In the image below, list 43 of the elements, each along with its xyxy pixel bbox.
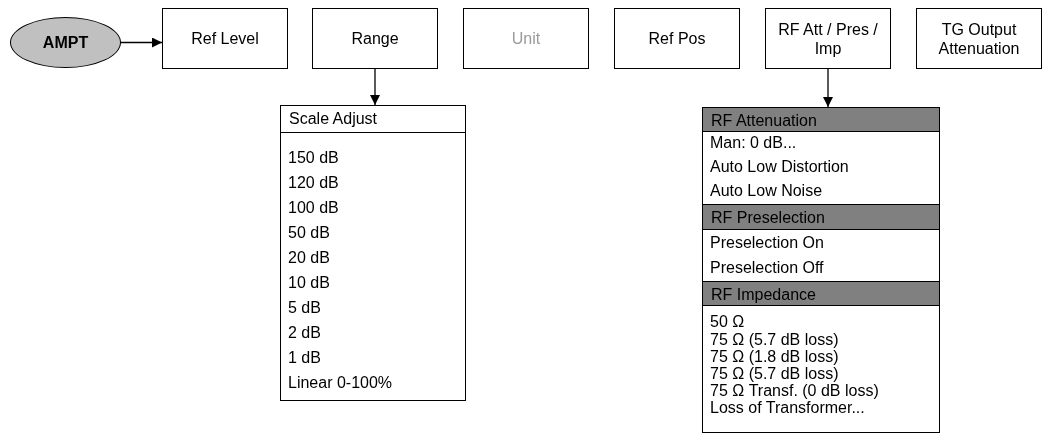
menu-item: 1 dB [287, 348, 322, 368]
menu-item: 20 dB [287, 248, 331, 268]
section-header: RF Preselection [702, 204, 940, 230]
menu-item: Preselection On [709, 233, 825, 253]
softkey-label: Ref Pos [647, 29, 707, 49]
softkey-label: RF Att / Pres / Imp [777, 19, 879, 59]
softkey-box [916, 8, 1042, 69]
softkey-label: Range [350, 29, 400, 49]
menu-item: 75 Ω (5.7 dB loss) [709, 365, 840, 382]
menu-item: Preselection Off [709, 258, 825, 278]
menu-item: 50 dB [287, 223, 331, 243]
menu-item: Auto Low Noise [709, 181, 824, 201]
softkey-box [463, 8, 589, 69]
menu-item: 100 dB [287, 198, 340, 218]
menu-item: 2 dB [287, 323, 322, 343]
menu-item: Linear 0-100% [287, 373, 394, 393]
menu-item: 120 dB [287, 173, 340, 193]
menu-item: 75 Ω (1.8 dB loss) [709, 348, 840, 365]
menu-item: 150 dB [287, 148, 340, 168]
submenu-panel [702, 107, 940, 433]
softkey-box [162, 8, 288, 69]
menu-item: Man: 0 dB... [709, 133, 798, 153]
submenu-panel [280, 105, 466, 401]
key-label: AMPT [41, 33, 90, 53]
softkey-box [765, 8, 891, 69]
softkey-box [312, 8, 438, 69]
menu-item: 10 dB [287, 273, 331, 293]
arrow [823, 68, 833, 108]
menu-item: Loss of Transformer... [709, 399, 866, 417]
softkey-label: TG Output Attenuation [937, 19, 1021, 59]
softkey-label: Unit [510, 29, 542, 49]
menu-item: Auto Low Distortion [709, 157, 850, 177]
menu-item: 75 Ω (5.7 dB loss) [709, 331, 840, 348]
arrow [120, 37, 163, 48]
section-header: RF Impedance [702, 281, 940, 306]
menu-title: Scale Adjust [281, 105, 465, 133]
menu-item: 5 dB [287, 298, 322, 318]
softkey-label: Ref Level [190, 29, 260, 49]
menu-item: 75 Ω Transf. (0 dB loss) [709, 382, 880, 399]
section-header: RF Attenuation [702, 107, 940, 132]
softkey-box [614, 8, 740, 69]
arrow [370, 68, 380, 106]
menu-item: 50 Ω [709, 313, 746, 331]
